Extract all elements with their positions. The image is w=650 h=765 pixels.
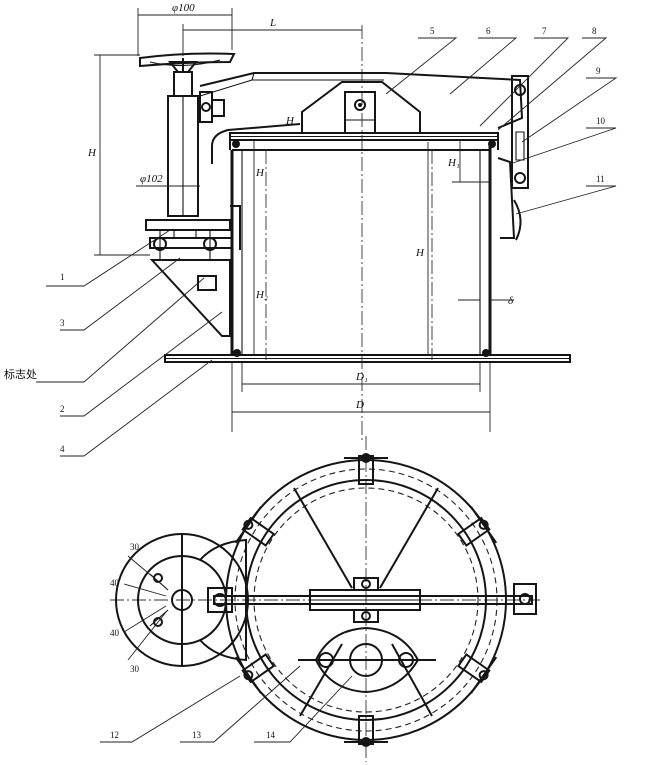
column-support xyxy=(167,61,225,217)
part-number-7: 7 xyxy=(542,26,547,36)
dim-height-Hb: H₂ xyxy=(255,289,268,301)
part-number-6: 6 xyxy=(486,26,491,36)
part-number-12: 12 xyxy=(110,730,119,740)
part-number-8: 8 xyxy=(592,26,597,36)
leader-14 xyxy=(254,675,353,743)
dim-height-H: H xyxy=(87,147,97,159)
handwheel xyxy=(139,52,236,72)
part-number-3: 3 xyxy=(60,318,65,328)
part-number-5: 5 xyxy=(430,26,435,36)
handwheel-plan xyxy=(115,533,249,667)
part-number-4: 4 xyxy=(60,444,65,454)
side-view: 5 6 7 8 9 10 11 1 3 标志处 2 4 φ100 L H φ10… xyxy=(4,2,618,457)
dim-D1: D₁ xyxy=(355,371,368,383)
clamp-bolts xyxy=(234,453,498,747)
angle-label-40-top: 40 xyxy=(110,578,120,588)
dim-height-H-top: H xyxy=(285,115,295,127)
nameplate-callout: 标志处 xyxy=(4,367,37,381)
swing-arm xyxy=(199,72,524,164)
angle-label-30-bottom: 30 xyxy=(130,664,140,674)
dim-column-diameter: φ102 xyxy=(140,173,163,185)
dim-offset-L: L xyxy=(269,17,276,29)
bolt-circle xyxy=(234,468,498,732)
part-number-1: 1 xyxy=(60,272,65,282)
oval-lift-plate xyxy=(298,626,436,694)
part-number-13: 13 xyxy=(192,730,202,740)
dim-height-Ha: H₁ xyxy=(447,157,460,169)
cover-plate xyxy=(229,132,499,150)
neck-hidden-circle xyxy=(253,487,479,713)
leader-12 xyxy=(100,675,241,743)
leader-lines xyxy=(36,37,618,457)
dim-handwheel-diameter: φ100 xyxy=(172,2,195,14)
cylinder-neck xyxy=(230,146,492,360)
dimension-lines xyxy=(94,8,514,432)
part-number-2: 2 xyxy=(60,404,65,414)
part-number-10: 10 xyxy=(596,116,606,126)
dim-height-H-inner: H xyxy=(415,247,425,259)
angle-label-30-top: 30 xyxy=(130,542,140,552)
leader-13 xyxy=(180,665,301,743)
dim-height-H-left: H xyxy=(255,167,265,179)
dim-wall-thickness: δ xyxy=(508,295,514,307)
part-number-9: 9 xyxy=(596,66,601,76)
angle-label-40-bottom: 40 xyxy=(110,628,120,638)
center-hub xyxy=(353,577,379,623)
cover-lift-bracket xyxy=(301,81,421,134)
part-number-11: 11 xyxy=(596,174,605,184)
latch-assembly xyxy=(497,75,529,241)
dim-D: D xyxy=(355,399,364,411)
part-number-14: 14 xyxy=(266,730,276,740)
plan-view: 30 40 40 30 12 13 14 xyxy=(100,436,540,762)
cross-bracing xyxy=(293,487,439,717)
